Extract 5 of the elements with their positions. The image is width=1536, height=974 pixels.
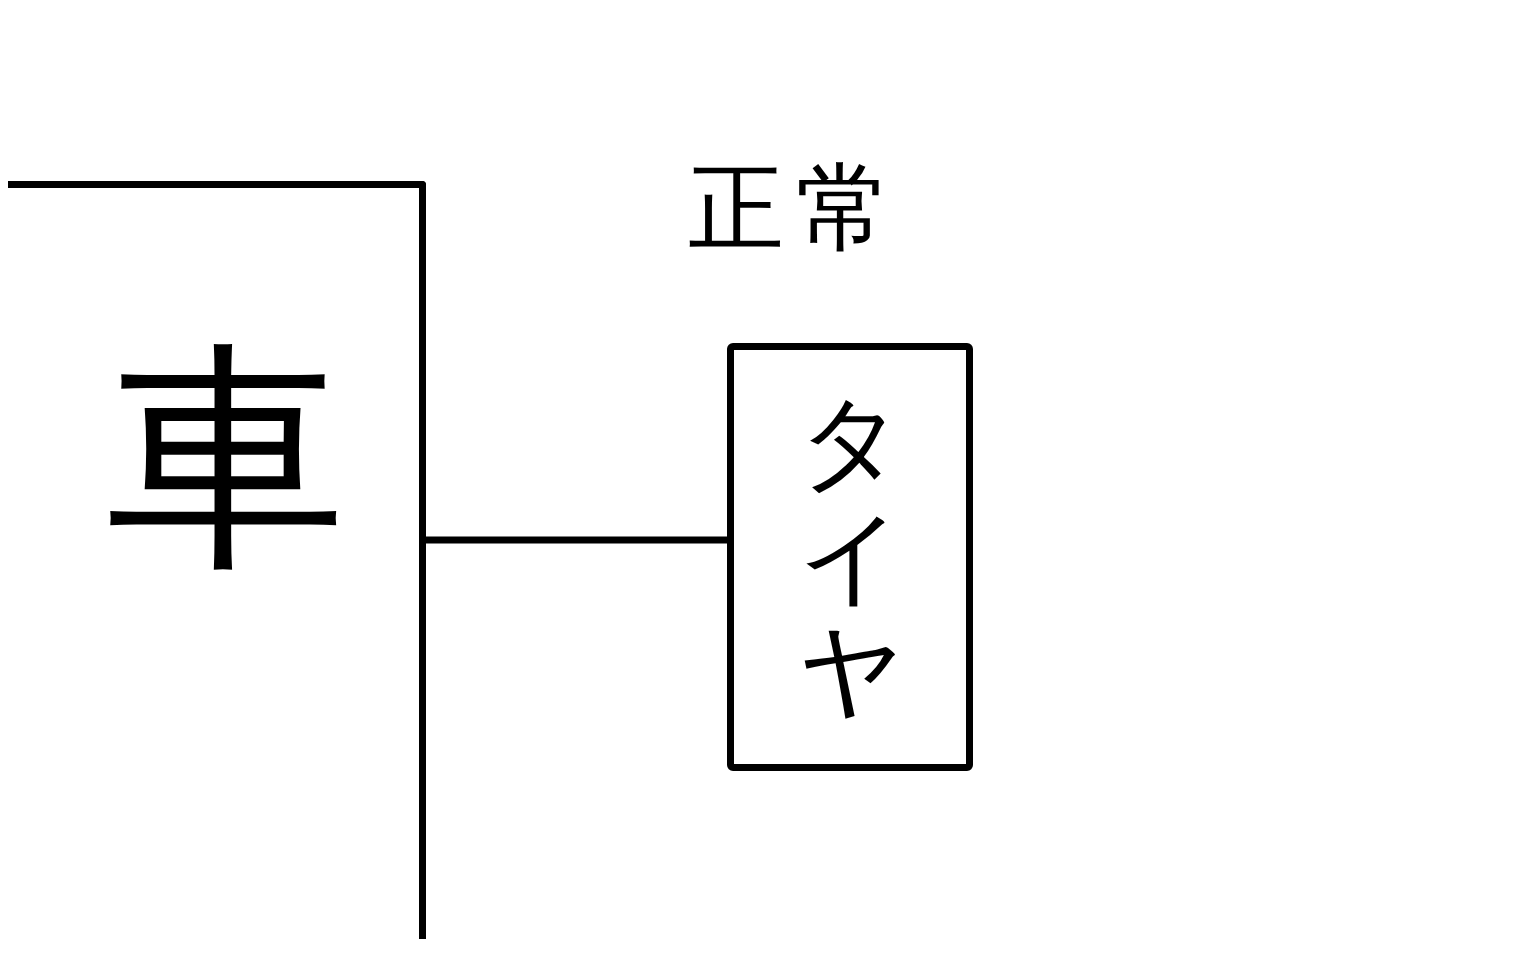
car-label: 車 <box>106 338 346 578</box>
tire-label: タイヤ <box>798 385 902 729</box>
tire-box <box>727 343 973 771</box>
car-body-outline <box>8 181 426 939</box>
status-label: 正常 <box>688 160 904 256</box>
